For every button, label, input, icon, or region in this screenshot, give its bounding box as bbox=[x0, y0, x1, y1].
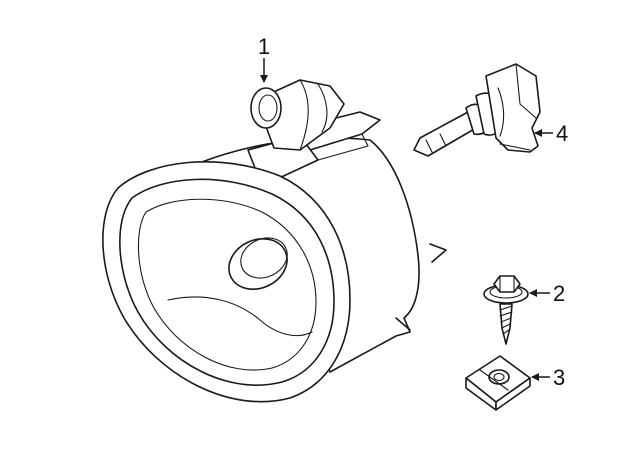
callout-4-number: 4 bbox=[556, 121, 568, 146]
callout-3-number: 3 bbox=[553, 365, 565, 390]
callout-1: 1 bbox=[258, 34, 270, 83]
callout-2: 2 bbox=[529, 281, 565, 306]
callout-2-number: 2 bbox=[553, 281, 565, 306]
fog-lamp-assembly bbox=[102, 79, 447, 403]
screw bbox=[483, 275, 529, 345]
callout-4: 4 bbox=[534, 121, 568, 146]
clip-nut bbox=[465, 355, 531, 411]
callout-1-number: 1 bbox=[258, 34, 270, 59]
callout-3: 3 bbox=[531, 365, 565, 390]
bulb bbox=[413, 63, 541, 157]
